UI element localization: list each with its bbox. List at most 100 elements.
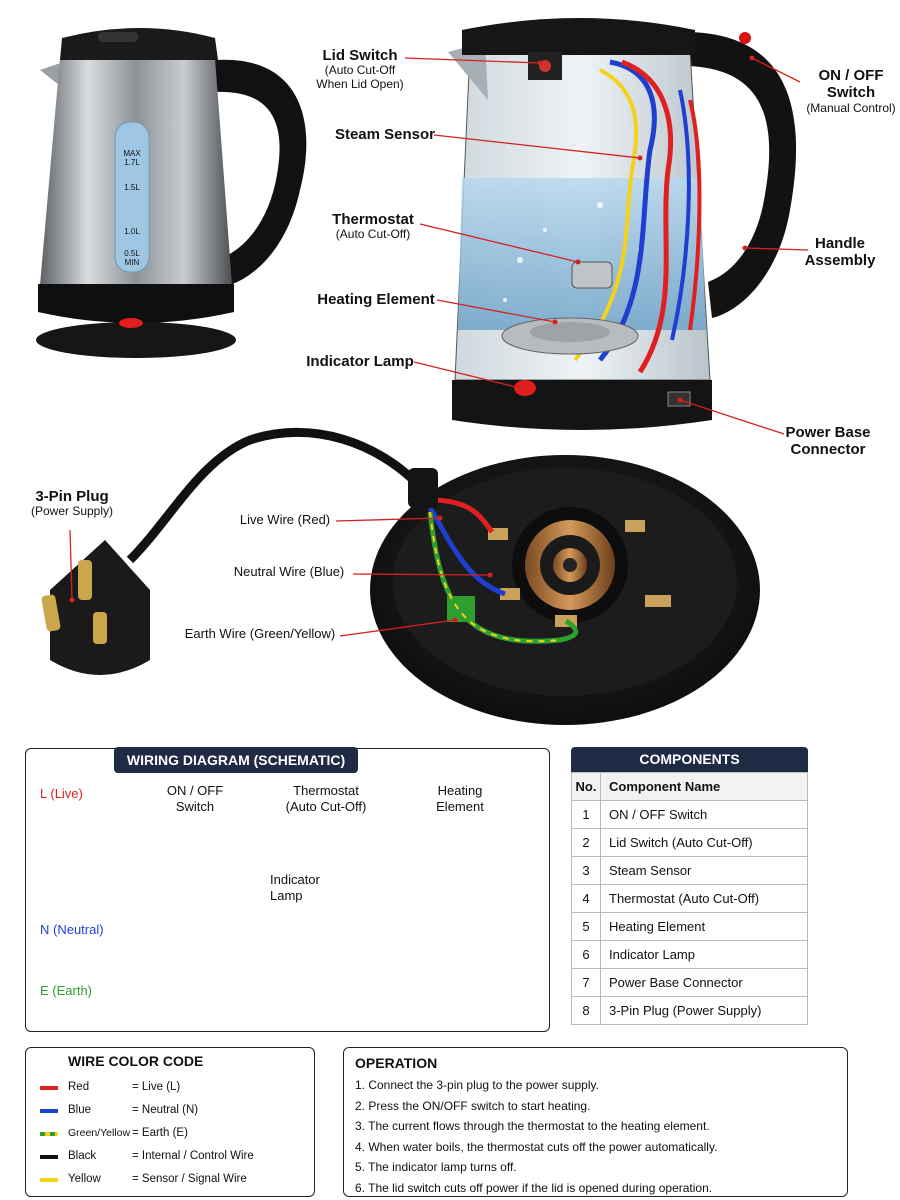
wire-color-name: Yellow — [68, 1173, 101, 1185]
gauge-1-0l: 1.0L — [124, 227, 140, 236]
component-no: 3 — [571, 856, 601, 885]
callout-three-pin-plug-sub1: (Power Supply) — [30, 504, 114, 519]
wire-color-meaning: = Sensor / Signal Wire — [132, 1173, 247, 1185]
schematic-lamp-label-1: Indicator — [270, 872, 320, 887]
gauge-1-5l: 1.5L — [124, 183, 140, 192]
component-no: 2 — [571, 828, 601, 857]
gauge-0-5l: 0.5L — [124, 249, 140, 258]
component-no: 7 — [571, 968, 601, 997]
component-name: Indicator Lamp — [600, 940, 808, 969]
callout-handle-assembly-title2: Assembly — [804, 252, 876, 270]
gauge-max: MAX — [123, 149, 141, 158]
callout-earth-wire: Earth Wire (Green/Yellow) — [172, 626, 348, 642]
callout-neutral-wire: Neutral Wire (Blue) — [222, 564, 356, 580]
components-header-row: No. Component Name — [571, 772, 808, 801]
callout-steam-sensor-title: Steam Sensor — [334, 126, 436, 143]
swatch-blue — [40, 1109, 58, 1113]
gauge-max-value: 1.7L — [124, 157, 140, 167]
component-name: Power Base Connector — [600, 968, 808, 997]
schematic-heating-label: Heating Element — [425, 783, 495, 814]
wire-color-code-title: WIRE COLOR CODE — [68, 1053, 204, 1069]
callout-live-wire-title: Live Wire (Red) — [239, 512, 331, 527]
callout-lid-switch-title: Lid Switch — [322, 47, 398, 64]
callout-neutral-wire-title: Neutral Wire (Blue) — [233, 564, 345, 579]
callout-pointers — [69, 57, 809, 637]
callout-power-base-connector-title2: Connector — [790, 441, 866, 459]
schematic-lamp-label-2: Lamp — [270, 887, 303, 903]
callout-live-wire: Live Wire (Red) — [230, 512, 340, 528]
component-name: Steam Sensor — [600, 856, 808, 885]
component-no: 6 — [571, 940, 601, 969]
component-name: Thermostat (Auto Cut-Off) — [600, 884, 808, 913]
callout-on-off-switch: ON / OFF Switch (Manual Control) — [796, 67, 900, 115]
three-pin-plug — [41, 540, 150, 675]
callout-lid-switch-sub2: When Lid Open) — [316, 77, 404, 92]
wire-color-name: Red — [68, 1081, 90, 1093]
swatch-black — [40, 1155, 58, 1159]
wiring-diagram-panel — [25, 748, 550, 1032]
component-no: 5 — [571, 912, 601, 941]
kettle-exterior — [36, 28, 307, 358]
swatch-yellow — [40, 1178, 58, 1182]
callout-on-off-switch-sub1: (Manual Control) — [806, 100, 896, 115]
components-title: COMPONENTS — [571, 747, 808, 772]
schematic-thermostat-label-1: Thermostat — [293, 783, 359, 798]
operation-step: 1. Connect the 3-pin plug to the power s… — [355, 1078, 599, 1092]
schematic-thermostat-label: Thermostat (Auto Cut-Off) — [278, 783, 374, 814]
gauge-min: MIN — [124, 257, 140, 267]
schematic-heating-label-2: Element — [436, 798, 484, 814]
callout-power-base-connector: Power Base Connector — [780, 424, 876, 459]
callout-handle-assembly: Handle Assembly — [795, 235, 885, 270]
wire-color-meaning: = Earth (E) — [132, 1127, 188, 1139]
callout-indicator-lamp: Indicator Lamp — [300, 353, 420, 370]
callout-heating-element-title: Heating Element — [317, 291, 435, 308]
callout-on-off-switch-title1: ON / OFF — [818, 67, 884, 84]
schematic-switch-label-2: Switch — [175, 798, 215, 814]
swatch-red — [40, 1086, 58, 1090]
callout-steam-sensor: Steam Sensor — [330, 126, 440, 143]
components-col-name: Component Name — [600, 772, 808, 801]
schematic-earth-label: E (Earth) — [40, 983, 93, 998]
component-no: 1 — [571, 800, 601, 829]
schematic-switch-label-1: ON / OFF — [166, 783, 224, 798]
callout-lid-switch: Lid Switch (Auto Cut-Off When Lid Open) — [300, 47, 420, 92]
callout-thermostat-title: Thermostat — [332, 211, 414, 228]
callout-heating-element: Heating Element — [310, 291, 442, 308]
wiring-diagram-title: WIRING DIAGRAM (SCHEMATIC) — [114, 747, 358, 773]
operation-title: OPERATION — [355, 1055, 438, 1071]
schematic-thermostat-label-2: (Auto Cut-Off) — [285, 798, 367, 814]
operation-step: 4. When water boils, the thermostat cuts… — [355, 1140, 718, 1154]
wire-color-name: Black — [68, 1150, 97, 1162]
operation-step: 3. The current flows through the thermos… — [355, 1119, 710, 1133]
operation-step: 5. The indicator lamp turns off. — [355, 1160, 517, 1174]
callout-on-off-switch-title2: Switch — [826, 84, 876, 102]
operation-step: 2. Press the ON/OFF switch to start heat… — [355, 1099, 591, 1113]
wire-color-name: Green/Yellow — [68, 1127, 131, 1139]
component-name: Heating Element — [600, 912, 808, 941]
component-name: 3-Pin Plug (Power Supply) — [600, 996, 808, 1025]
callout-indicator-lamp-title: Indicator Lamp — [306, 353, 414, 370]
callout-thermostat-sub1: (Auto Cut-Off) — [335, 227, 411, 242]
callout-lid-switch-sub1: (Auto Cut-Off — [324, 63, 396, 78]
callout-three-pin-plug: 3-Pin Plug (Power Supply) — [14, 488, 130, 519]
callout-handle-assembly-title1: Handle — [814, 235, 865, 252]
wire-color-code-panel — [25, 1047, 315, 1197]
callout-three-pin-plug-title: 3-Pin Plug — [35, 488, 109, 505]
wire-color-meaning: = Internal / Control Wire — [132, 1150, 254, 1162]
component-no: 8 — [571, 996, 601, 1025]
schematic-heating-label-1: Heating — [437, 783, 483, 798]
kettle-cutaway — [448, 18, 797, 430]
indicator-light — [119, 318, 143, 328]
wire-color-meaning: = Neutral (N) — [132, 1104, 199, 1116]
schematic-lamp-label: Indicator Lamp — [270, 872, 320, 903]
schematic-neutral-label: N (Neutral) — [40, 922, 104, 937]
operation-panel — [343, 1047, 848, 1197]
